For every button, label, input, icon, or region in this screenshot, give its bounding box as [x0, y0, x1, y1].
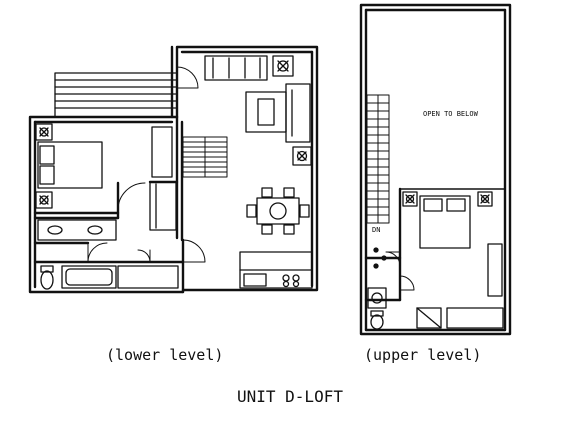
upper-nightstand-lamp-2 [477, 191, 493, 207]
upper-sink [367, 287, 387, 309]
upper-walls [359, 3, 512, 336]
upper-nightstand-lamp [402, 191, 418, 207]
closet [149, 181, 177, 231]
upper-level-caption: (upper level) [364, 346, 481, 364]
dresser [151, 126, 173, 178]
balcony [54, 72, 178, 118]
lower-bed [37, 141, 103, 189]
bathtub [61, 265, 117, 289]
side-sofa [285, 83, 311, 143]
coffee-table [245, 91, 287, 133]
dn-label: DN [372, 226, 380, 234]
unit-title: UNIT D-LOFT [237, 387, 343, 406]
nightstand-lamp-2 [35, 191, 53, 209]
dining-set [246, 187, 310, 235]
upper-door-swings [385, 251, 415, 291]
vanity [37, 219, 117, 241]
upper-bed [419, 195, 471, 249]
lower-stairs [182, 136, 228, 178]
kitchen-counter [239, 251, 313, 289]
linen-cabinet [117, 265, 179, 289]
lower-level-caption: (lower level) [106, 346, 223, 364]
lower-doors [87, 66, 206, 263]
lower-level-plan [28, 45, 319, 294]
upper-level-plan [359, 3, 512, 336]
upper-fixture-dots [373, 247, 387, 269]
end-table-lamp [272, 55, 294, 77]
open-to-below-label: OPEN TO BELOW [423, 110, 479, 118]
upper-tub [446, 307, 504, 329]
upper-dresser [487, 243, 503, 297]
upper-toilet [370, 310, 384, 330]
toilet [40, 265, 54, 290]
upper-shower [416, 307, 442, 329]
end-table-lamp-2 [292, 146, 312, 166]
sofa [204, 55, 268, 81]
upper-stairs [366, 94, 390, 224]
nightstand-lamp [35, 123, 53, 141]
lower-walls [28, 45, 319, 294]
